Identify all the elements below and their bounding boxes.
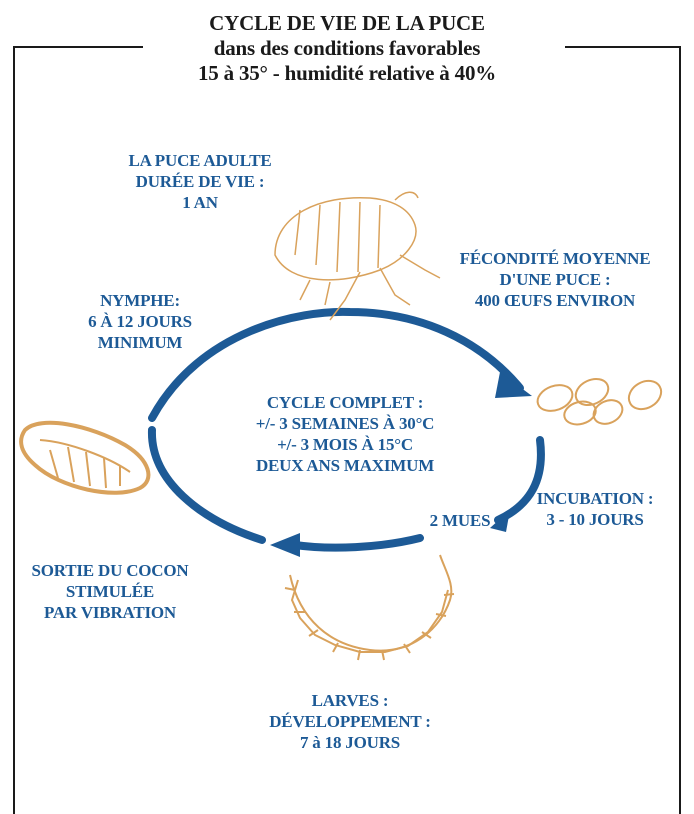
larva-icon	[284, 554, 455, 661]
title-line-1: CYCLE DE VIE DE LA PUCE	[209, 11, 485, 35]
moults-label: 2 MUES	[429, 511, 491, 530]
title-line-2: dans des conditions favorables	[213, 36, 481, 60]
larvae-label: LARVES : DÉVELOPPEMENT : 7 à 18 JOURS	[269, 691, 431, 752]
arrowhead-eggs	[495, 372, 532, 398]
title-line-3: 15 à 35° - humidité relative à 40%	[197, 61, 497, 85]
arrow-adult-to-eggs	[148, 307, 524, 422]
cocoon-exit-label: SORTIE DU COCON STIMULÉE PAR VIBRATION	[31, 561, 189, 622]
fecundity-label: FÉCONDITÉ MOYENNE D'UNE PUCE : 400 ŒUFS …	[459, 249, 651, 310]
incubation-label: INCUBATION : 3 - 10 JOURS	[536, 489, 654, 529]
arrowhead-larvae	[490, 510, 510, 532]
nymph-label: NYMPHE: 6 À 12 JOURS MINIMUM	[88, 291, 192, 352]
cocoon-icon	[19, 420, 151, 495]
arrowhead-cocoon	[270, 533, 300, 557]
adult-flea-label: LA PUCE ADULTE DURÉE DE VIE : 1 AN	[128, 151, 272, 212]
flea-adult-icon	[274, 191, 441, 321]
eggs-icon	[536, 377, 663, 426]
arrow-larvae-to-cocoon	[291, 534, 424, 552]
arrow-cocoon-to-adult	[147, 426, 266, 544]
cycle-center-label: CYCLE COMPLET : +/- 3 SEMAINES À 30°C +/…	[255, 393, 435, 475]
